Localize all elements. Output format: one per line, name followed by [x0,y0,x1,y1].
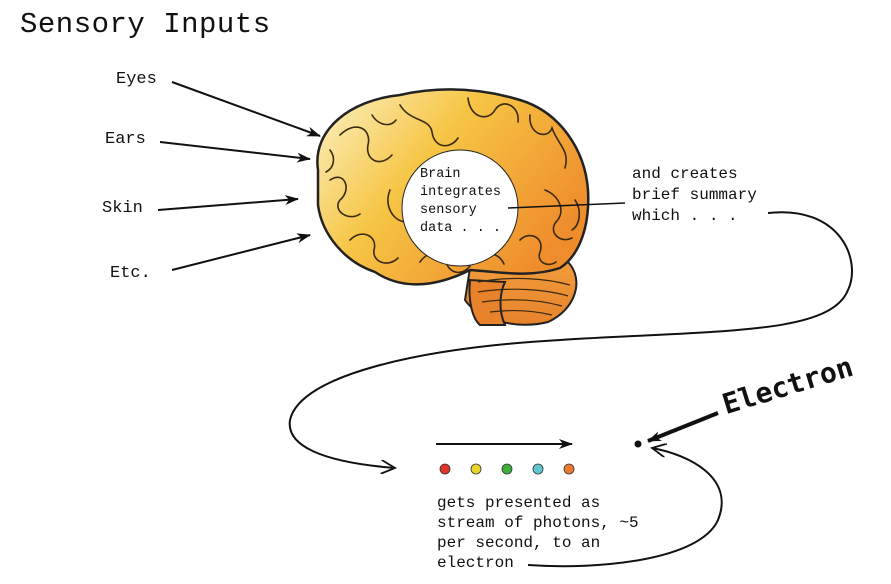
input-label-skin: Skin [102,199,143,218]
arrow-ears [159,141,311,163]
input-label-ears: Ears [105,130,146,149]
text-to-electron-curve [527,448,723,568]
cerebellum-folds [477,277,571,316]
photon-2 [470,463,482,475]
summary-to-photons-curve [288,211,853,468]
photon-1 [439,463,451,475]
photon-4 [532,463,544,475]
brain-to-summary-line [507,202,626,209]
photon-3 [501,463,513,475]
input-label-eyes: Eyes [116,70,157,89]
arrow-eyes [171,81,321,137]
arrow-skin [157,195,299,211]
page-title: Sensory Inputs [20,8,271,41]
input-label-etc: Etc. [110,264,151,283]
electron-label-arrow [647,411,719,443]
input-arrows [157,81,321,271]
brain-illustration [316,88,590,326]
summary-text: and creates brief summary which . . . [632,165,757,225]
photon-5 [563,463,575,475]
photons-description: gets presented as stream of photons, ~5 … [437,494,639,572]
photon-stream [439,463,575,475]
brain-stem [468,278,507,326]
electron-dot [634,440,642,448]
arrow-etc [171,233,311,271]
brain-integrates-text: Brain integrates sensory data . . . [420,167,502,236]
